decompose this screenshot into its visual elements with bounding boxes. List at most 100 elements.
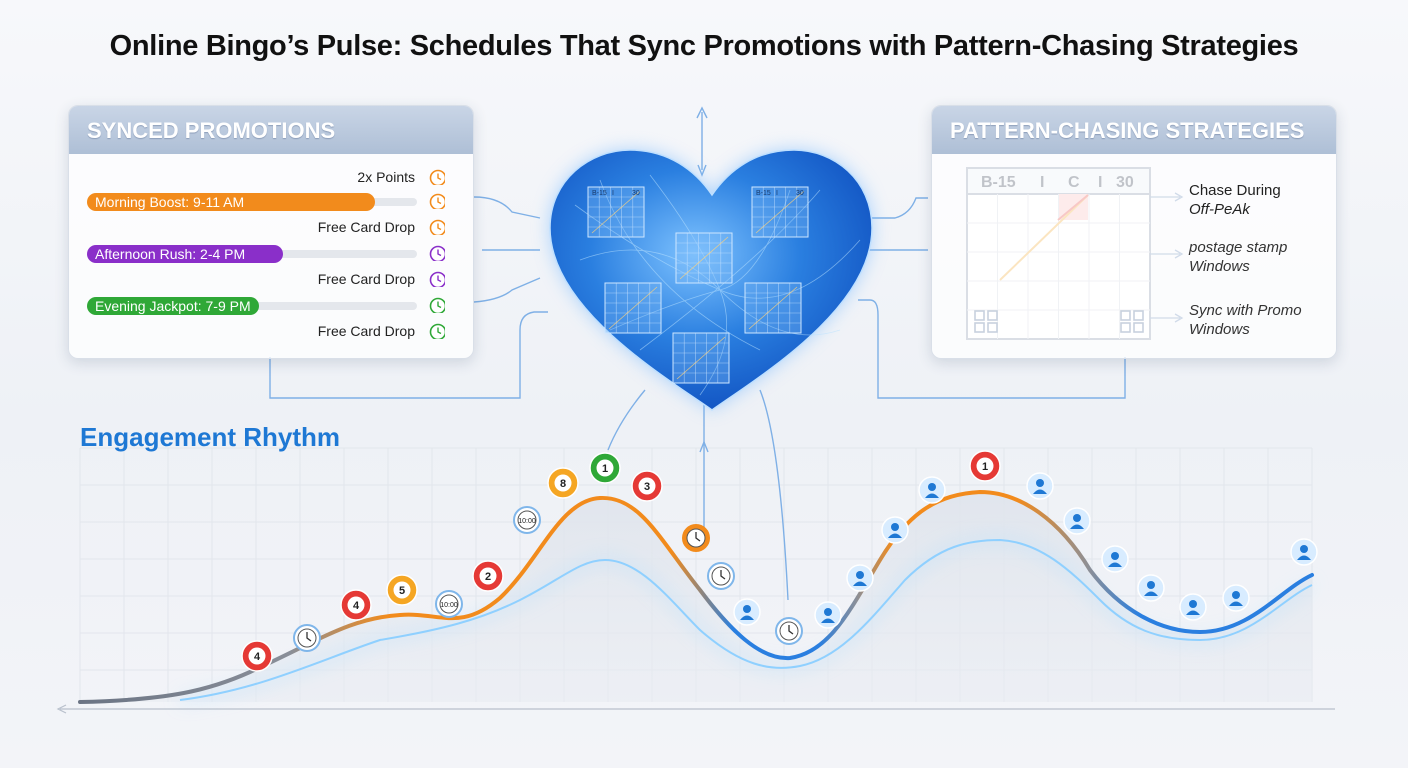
promo-bar-row: Evening Jackpot: 7-9 PM <box>69 294 473 318</box>
promo-schedule-bar: Morning Boost: 9-11 AM <box>87 193 375 211</box>
clock-icon <box>429 297 445 313</box>
strategy-item-sync-promo: Sync with Promo Windows <box>1189 301 1302 339</box>
chart-area-fill <box>80 492 1312 702</box>
connector-heart-chart-left <box>607 389 646 451</box>
promo-label-row: Free Card Drop <box>69 268 473 292</box>
bingo-ball: 8 <box>547 467 579 499</box>
connector-evening <box>473 277 541 303</box>
promo-label-row: Free Card Drop <box>69 216 473 240</box>
user-avatar-icon <box>1137 574 1165 602</box>
strategy-item-off-peak: Chase During Off-PeAk <box>1189 181 1281 219</box>
bingo-ball-number: 2 <box>485 571 491 583</box>
user-avatar-icon <box>1290 538 1318 566</box>
promo-label: Free Card Drop <box>317 219 415 235</box>
pattern-strategies-panel: PATTERN-CHASING STRATEGIES Chase During … <box>931 105 1337 359</box>
heart-card-header: I <box>612 190 614 197</box>
strategy-line: Chase During <box>1189 182 1281 199</box>
bingo-ball-number: 4 <box>254 651 261 663</box>
clock-icon <box>429 245 445 261</box>
clock-icon <box>775 617 803 645</box>
heart-mini-card <box>604 282 662 334</box>
heart-card-header: I <box>776 190 778 197</box>
user-avatar-icon <box>1063 507 1091 535</box>
clock-icon <box>429 271 445 287</box>
heart-mini-card: B-15 I 30 <box>587 186 645 238</box>
heart-card-header: 30 <box>796 190 804 197</box>
user-avatar-icon <box>733 598 761 626</box>
strategy-line: Sync with Promo <box>1189 302 1302 319</box>
clock-icon <box>682 524 710 552</box>
strategy-line: postage stamp <box>1189 239 1288 256</box>
heart-mini-card <box>744 282 802 334</box>
clock-icon <box>707 562 735 590</box>
arrow-mid-head <box>699 440 709 453</box>
heart-card-header: B-15 <box>592 190 607 197</box>
strategy-item-postage-stamp: postage stamp Windows <box>1189 238 1287 276</box>
clock-icon: 10:00 <box>513 506 541 534</box>
bingo-ball-number: 1 <box>982 461 988 473</box>
clock-icon <box>429 219 445 235</box>
connector-lines <box>269 106 1126 601</box>
connector-heart-chart-right <box>759 389 789 601</box>
bingo-ball: 5 <box>386 574 418 606</box>
main-engagement-line <box>78 489 1314 704</box>
bingo-ball: 3 <box>631 470 663 502</box>
heart-card-header: 30 <box>632 190 640 197</box>
strategy-line: Windows <box>1189 321 1250 338</box>
synced-promotions-heading: SYNCED PROMOTIONS <box>69 106 473 154</box>
arrow-down-head <box>697 164 707 177</box>
user-avatar-icon <box>918 476 946 504</box>
clock-icon <box>429 323 445 339</box>
connector-morning <box>473 196 541 219</box>
promo-schedule-bar: Evening Jackpot: 7-9 PM <box>87 297 259 315</box>
strategy-line: Windows <box>1189 258 1250 275</box>
connector-bottom-left <box>269 311 548 399</box>
promo-schedule-bar: Afternoon Rush: 2-4 PM <box>87 245 283 263</box>
clock-time-text: 10:00 <box>518 518 536 525</box>
clock-icon <box>429 169 445 185</box>
promo-label: 2x Points <box>357 169 415 185</box>
bingo-ball-number: 5 <box>399 585 405 597</box>
strategy-line: Off-PeAk <box>1189 201 1250 218</box>
user-avatar-icon <box>1101 545 1129 573</box>
user-avatar-icon <box>1026 472 1054 500</box>
bingo-ball: 2 <box>472 560 504 592</box>
user-avatar-icon <box>881 516 909 544</box>
bingo-ball-number: 3 <box>644 481 650 493</box>
user-avatar-icon <box>1222 584 1250 612</box>
heart-mini-card <box>672 332 730 384</box>
heart-card-header: B-15 <box>756 190 771 197</box>
engagement-rhythm-label: Engagement Rhythm <box>80 422 341 452</box>
bingo-ball-number: 4 <box>353 600 360 612</box>
bingo-ball: 4 <box>340 589 372 621</box>
bingo-ball: 1 <box>969 450 1001 482</box>
clock-icon <box>429 193 445 209</box>
connector-bottom-right <box>858 299 1126 399</box>
pattern-strategies-heading: PATTERN-CHASING STRATEGIES <box>932 106 1336 154</box>
promo-label-row: 2x Points <box>69 166 473 190</box>
clock-icon: 10:00 <box>435 590 463 618</box>
user-avatar-icon <box>846 564 874 592</box>
heart-graphic: B-15 I 30 B-15 I 30 <box>549 149 873 411</box>
engagement-chart: 4 4 5 2 8 1 3 1 10:00 10:00 <box>56 450 1335 714</box>
heart-mini-card <box>675 232 733 284</box>
clock-icon <box>293 624 321 652</box>
arrow-up-head <box>696 106 708 119</box>
user-avatar-icon <box>814 601 842 629</box>
promo-bar-row: Afternoon Rush: 2-4 PM <box>69 242 473 266</box>
bingo-ball: 4 <box>241 640 273 672</box>
bingo-ball: 1 <box>589 452 621 484</box>
clock-time-text: 10:00 <box>440 602 458 609</box>
promo-label-row: Free Card Drop <box>69 320 473 344</box>
bingo-ball-number: 1 <box>602 463 608 475</box>
connector-right-top <box>868 197 928 219</box>
promo-label: Free Card Drop <box>317 271 415 287</box>
secondary-line <box>179 538 1313 701</box>
page-title: Online Bingo’s Pulse: Schedules That Syn… <box>109 30 1299 62</box>
promo-bar-row: Morning Boost: 9-11 AM <box>69 190 473 214</box>
user-avatar-icon <box>1179 593 1207 621</box>
heart-mini-card: B-15 I 30 <box>751 186 809 238</box>
promo-label: Free Card Drop <box>317 323 415 339</box>
bingo-ball-number: 8 <box>560 478 566 490</box>
